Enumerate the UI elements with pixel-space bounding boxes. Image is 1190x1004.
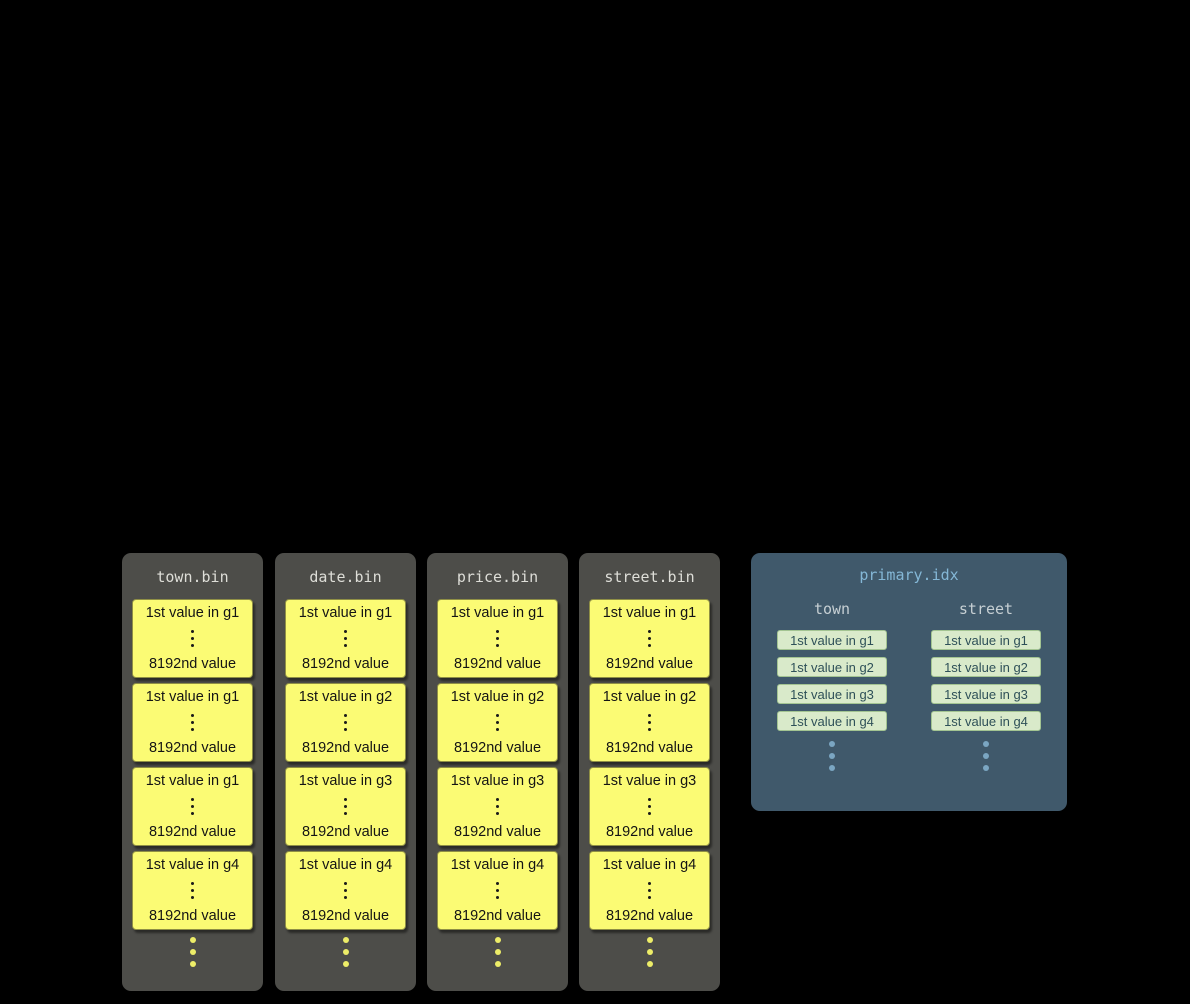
granule-first-value: 1st value in g4 [450,857,545,873]
granule-block: 1st value in g1 8192nd value [132,767,253,846]
vertical-ellipsis-icon [344,714,347,731]
vertical-ellipsis-icon [191,630,194,647]
bin-file-title: town.bin [156,568,229,586]
more-granules-ellipsis-icon [275,937,416,967]
granule-first-value: 1st value in g4 [298,857,393,873]
granule-last-value: 8192nd value [605,824,694,840]
bin-file-panel-town: town.bin 1st value in g1 8192nd value 1s… [122,553,263,991]
granule-first-value: 1st value in g4 [145,857,240,873]
primary-index-title: primary.idx [859,566,959,584]
granule-block: 1st value in g2 8192nd value [285,683,406,762]
primary-index-columns: town 1st value in g1 1st value in g2 1st… [751,588,1067,771]
granule-first-value: 1st value in g1 [145,689,240,705]
granule-first-value: 1st value in g2 [298,689,393,705]
more-marks-ellipsis-icon [930,741,1042,771]
granule-last-value: 8192nd value [453,908,542,924]
bin-file-title: street.bin [604,568,695,586]
granule-list: 1st value in g1 8192nd value 1st value i… [122,599,263,930]
granule-last-value: 8192nd value [301,656,390,672]
bin-file-panel-date: date.bin 1st value in g1 8192nd value 1s… [275,553,416,991]
granule-block: 1st value in g4 8192nd value [589,851,710,930]
granule-block: 1st value in g1 8192nd value [132,599,253,678]
vertical-ellipsis-icon [191,798,194,815]
bin-file-panel-street: street.bin 1st value in g1 8192nd value … [579,553,720,991]
index-mark-entry: 1st value in g1 [931,630,1041,650]
index-column-name: town [813,600,851,618]
granule-list: 1st value in g1 8192nd value 1st value i… [275,599,416,930]
granule-block: 1st value in g1 8192nd value [589,599,710,678]
granule-block: 1st value in g4 8192nd value [437,851,558,930]
vertical-ellipsis-icon [344,630,347,647]
granule-list: 1st value in g1 8192nd value 1st value i… [427,599,568,930]
vertical-ellipsis-icon [496,714,499,731]
bin-file-title: price.bin [456,568,539,586]
index-column-name: street [958,600,1014,618]
primary-index-panel: primary.idx town 1st value in g1 1st val… [751,553,1067,811]
granule-first-value: 1st value in g1 [298,605,393,621]
granule-block: 1st value in g4 8192nd value [285,851,406,930]
bin-file-title: date.bin [309,568,382,586]
vertical-ellipsis-icon [191,714,194,731]
vertical-ellipsis-icon [496,630,499,647]
granule-last-value: 8192nd value [605,656,694,672]
vertical-ellipsis-icon [344,882,347,899]
granule-first-value: 1st value in g3 [602,773,697,789]
more-granules-ellipsis-icon [427,937,568,967]
granule-list: 1st value in g1 8192nd value 1st value i… [579,599,720,930]
index-mark-entry: 1st value in g1 [777,630,887,650]
vertical-ellipsis-icon [496,882,499,899]
granule-block: 1st value in g1 8192nd value [437,599,558,678]
granule-first-value: 1st value in g1 [145,605,240,621]
index-column-street: street 1st value in g1 1st value in g2 1… [930,588,1042,771]
vertical-ellipsis-icon [344,798,347,815]
granule-first-value: 1st value in g2 [602,689,697,705]
granule-first-value: 1st value in g1 [145,773,240,789]
vertical-ellipsis-icon [496,798,499,815]
vertical-ellipsis-icon [648,798,651,815]
granule-block: 1st value in g3 8192nd value [285,767,406,846]
vertical-ellipsis-icon [191,882,194,899]
index-mark-entry: 1st value in g2 [931,657,1041,677]
granule-last-value: 8192nd value [148,740,237,756]
granule-last-value: 8192nd value [301,824,390,840]
granule-first-value: 1st value in g3 [298,773,393,789]
granule-first-value: 1st value in g1 [602,605,697,621]
granule-last-value: 8192nd value [453,740,542,756]
granule-last-value: 8192nd value [453,656,542,672]
index-mark-entry: 1st value in g2 [777,657,887,677]
index-mark-entry: 1st value in g3 [777,684,887,704]
granule-block: 1st value in g1 8192nd value [285,599,406,678]
more-granules-ellipsis-icon [579,937,720,967]
granule-first-value: 1st value in g4 [602,857,697,873]
granule-last-value: 8192nd value [301,740,390,756]
granule-last-value: 8192nd value [605,740,694,756]
granule-last-value: 8192nd value [453,824,542,840]
more-granules-ellipsis-icon [122,937,263,967]
granule-last-value: 8192nd value [605,908,694,924]
granule-block: 1st value in g2 8192nd value [437,683,558,762]
granule-first-value: 1st value in g2 [450,689,545,705]
granule-last-value: 8192nd value [148,908,237,924]
granule-last-value: 8192nd value [301,908,390,924]
granule-first-value: 1st value in g1 [450,605,545,621]
granule-first-value: 1st value in g3 [450,773,545,789]
more-marks-ellipsis-icon [776,741,888,771]
index-mark-entry: 1st value in g3 [931,684,1041,704]
vertical-ellipsis-icon [648,714,651,731]
index-mark-entry: 1st value in g4 [777,711,887,731]
granule-last-value: 8192nd value [148,656,237,672]
vertical-ellipsis-icon [648,630,651,647]
bin-file-panel-price: price.bin 1st value in g1 8192nd value 1… [427,553,568,991]
granule-block: 1st value in g2 8192nd value [589,683,710,762]
index-mark-entry: 1st value in g4 [931,711,1041,731]
granule-block: 1st value in g3 8192nd value [589,767,710,846]
index-column-town: town 1st value in g1 1st value in g2 1st… [776,588,888,771]
granule-last-value: 8192nd value [148,824,237,840]
granule-block: 1st value in g4 8192nd value [132,851,253,930]
vertical-ellipsis-icon [648,882,651,899]
granule-block: 1st value in g3 8192nd value [437,767,558,846]
granule-block: 1st value in g1 8192nd value [132,683,253,762]
